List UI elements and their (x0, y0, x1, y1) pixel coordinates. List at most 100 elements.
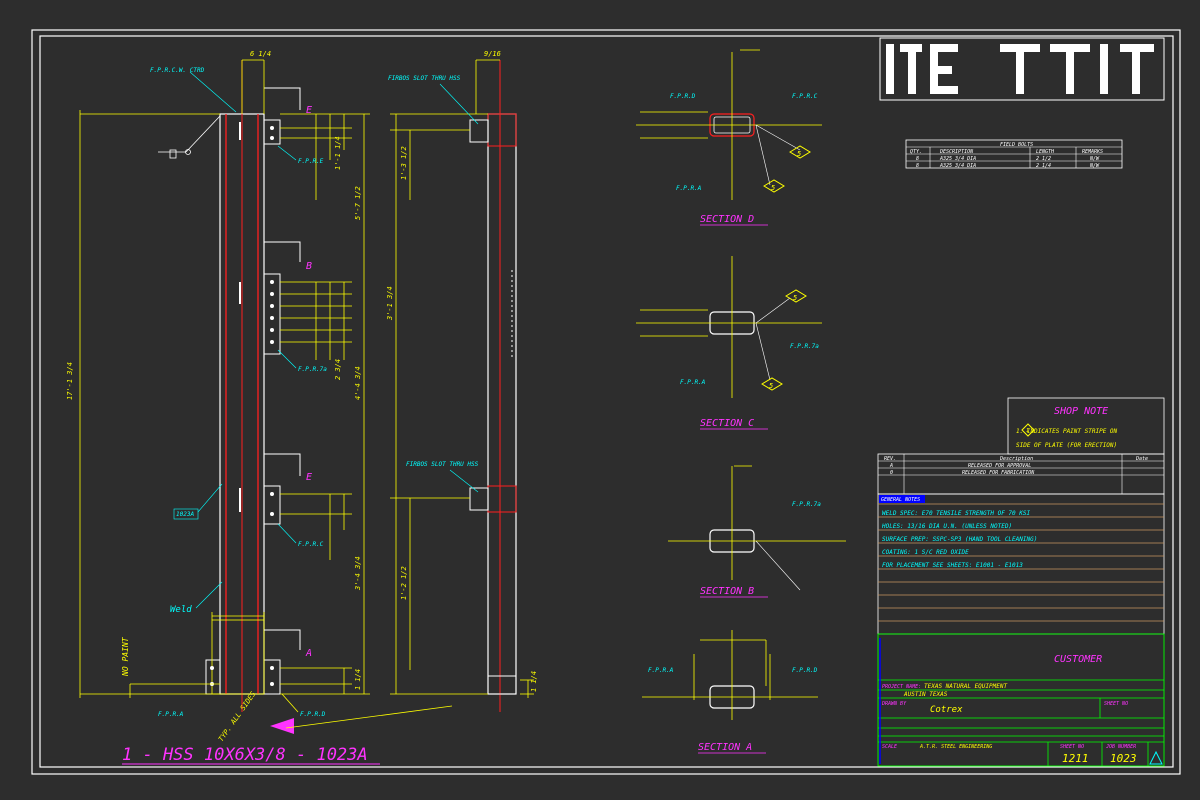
fp-label-top: F.P.R.C.W. CTRD (150, 67, 205, 74)
svg-text:JOB NUMBER: JOB NUMBER (1105, 744, 1136, 750)
side-dimension-lines (390, 59, 534, 698)
total-height-dim: 17'-1 3/4 (66, 362, 74, 400)
typ-leader-line (285, 705, 453, 729)
side-clip-mid (469, 487, 489, 511)
svg-text:RELEASED FOR APPROVAL: RELEASED FOR APPROVAL (968, 463, 1031, 469)
section-b-view: F.P.R.7a SECTION B (668, 465, 846, 598)
svg-text:F.P.R.7a: F.P.R.7a (792, 501, 821, 508)
svg-text:Description: Description (999, 456, 1033, 462)
shop-note-line1: 1. INDICATES PAINT STRIPE ON (1016, 428, 1118, 435)
slot-leader-upper (439, 83, 479, 125)
shop-note-line2: SIDE OF PLATE (FOR ERECTION) (1016, 442, 1117, 449)
seg-dim-0: 2 3/4 (334, 359, 342, 380)
note-line-1: WELD SPEC: E70 TENSILE STRENGTH OF 70 KS… (882, 510, 1030, 517)
svg-text:QTY.: QTY. (910, 149, 922, 155)
svg-text:2 1/4: 2 1/4 (1036, 163, 1051, 169)
svg-text:N/W: N/W (1089, 156, 1100, 162)
title-block: CUSTOMER PROJECT NAME: DRAWN BY SHEET NO… (877, 633, 1165, 767)
revision-table: REV. Description Date A RELEASED FOR APP… (877, 453, 1165, 495)
project-name: TEXAS NATURAL EQUIPMENT (924, 683, 1007, 690)
drawn-by: Cotrex (930, 705, 963, 715)
main-member-title: 1 - HSS 10X6X3/8 - 1023A (122, 745, 368, 765)
section-d-title: SECTION D (700, 214, 754, 225)
note-line-4: COATING: 1 S/C RED OXIDE (882, 549, 969, 556)
svg-text:2 1/2: 2 1/2 (1036, 156, 1051, 162)
base-clip (211, 619, 265, 695)
no-paint-label: NO PAINT (121, 636, 130, 677)
svg-text:1: 1 (1026, 428, 1029, 434)
svg-text:REMARKS: REMARKS (1082, 149, 1103, 155)
seg-dim-5: 1 1/4 (354, 669, 362, 690)
section-c-view: 5 5 F.P.R.7a F.P.R.A SECTION C (636, 256, 822, 430)
dimension-texts: 17'-1 3/4 6 1/4 5'-7 1/2 4'-4 3/4 3'-4 3… (66, 50, 362, 690)
seg-dim-1: 5'-7 1/2 (354, 186, 362, 220)
side-clip-top (469, 119, 489, 143)
svg-text:GENERAL NOTES: GENERAL NOTES (881, 497, 920, 503)
slot-leader-lower (449, 469, 479, 493)
seg-dim-3: 3'-4 3/4 (354, 556, 362, 591)
svg-text:5: 5 (797, 150, 801, 158)
svg-text:8: 8 (916, 156, 919, 162)
section-a-title: SECTION A (698, 742, 752, 753)
shop-note-title: SHOP NOTE (1054, 406, 1108, 417)
customer-label: CUSTOMER (1054, 654, 1102, 665)
elev-letter-e2: E (306, 472, 312, 483)
fp-label-e: F.P.R.E (298, 158, 324, 165)
svg-text:5: 5 (771, 184, 775, 192)
elev-letter-e: E (306, 105, 312, 116)
svg-text:F.P.R.D: F.P.R.D (792, 667, 818, 674)
elev-letter-a: A (305, 648, 312, 659)
leader-lines (189, 71, 297, 609)
plate-b-upper (263, 273, 281, 355)
side-dim-texts: 9/16 3'-1 3/4 1'-3 1/2 1'-2 1/2 1 1/4 (386, 50, 538, 692)
field-bolts-table: FIELD BOLTS QTY. DESCRIPTION LENGTH REMA… (905, 139, 1123, 169)
seg-dim-4: 1'-1 1/4 (334, 136, 342, 170)
svg-text:REV.: REV. (884, 456, 896, 462)
dimension-lines (79, 59, 370, 698)
svg-text:F.P.R.C: F.P.R.C (792, 93, 818, 100)
inner-border (39, 35, 1174, 768)
mark-label: 1023A (176, 511, 194, 518)
project-location: AUSTIN TEXAS (903, 691, 948, 698)
slot-label-upper: FIRBOS SLOT THRU HSS (388, 75, 461, 82)
paint-flag-arrow (270, 718, 294, 734)
svg-text:F.P.R.A: F.P.R.A (680, 379, 706, 386)
elev-letter-b: B (306, 261, 312, 272)
mark-label-box (173, 508, 199, 520)
north-arrow-icon (1149, 750, 1163, 765)
typ-leader-tick (281, 693, 299, 713)
slot-label-lower: FIRBOS SLOT THRU HSS (406, 461, 479, 468)
section-b-title: SECTION B (700, 586, 754, 597)
svg-text:PROJECT NAME:: PROJECT NAME: (882, 684, 921, 690)
side-dim-0: 9/16 (484, 50, 501, 58)
svg-text:5: 5 (793, 294, 797, 302)
svg-text:A325 3/4 DIA: A325 3/4 DIA (939, 163, 976, 169)
svg-text:8: 8 (916, 163, 919, 169)
note-line-3: SURFACE PREP: SSPC-SP3 (HAND TOOL CLEANI… (882, 536, 1037, 543)
svg-text:0: 0 (890, 470, 893, 476)
svg-text:N/W: N/W (1089, 163, 1100, 169)
svg-text:A325 3/4 DIA: A325 3/4 DIA (939, 156, 976, 162)
svg-text:SHEET NO: SHEET NO (1060, 744, 1084, 750)
elevation-flags (264, 87, 301, 650)
side-dim-3: 1'-2 1/2 (400, 566, 408, 600)
bolt-holes (210, 126, 274, 686)
fp-label-c: F.P.R.C (298, 541, 324, 548)
side-elevation-view: 9/16 3'-1 3/4 1'-3 1/2 1'-2 1/2 1 1/4 FI… (386, 50, 538, 712)
weld-label: Weld (170, 605, 192, 615)
section-a-view: F.P.R.A F.P.R.D SECTION A (642, 630, 818, 754)
side-dim-1: 3'-1 3/4 (386, 286, 394, 321)
weld-symbol-top (158, 115, 221, 159)
svg-text:F.P.R.D: F.P.R.D (670, 93, 696, 100)
svg-text:LENGTH: LENGTH (1036, 149, 1055, 155)
width-dim: 6 1/4 (250, 50, 271, 58)
side-dim-2: 1'-3 1/2 (400, 146, 408, 180)
svg-text:A: A (889, 463, 893, 469)
svg-text:SHEET NO: SHEET NO (1104, 701, 1128, 707)
field-bolts-title: FIELD BOLTS (1000, 142, 1033, 148)
company-logo-block (879, 37, 1165, 101)
svg-text:DESCRIPTION: DESCRIPTION (939, 149, 974, 155)
side-base (487, 675, 517, 695)
